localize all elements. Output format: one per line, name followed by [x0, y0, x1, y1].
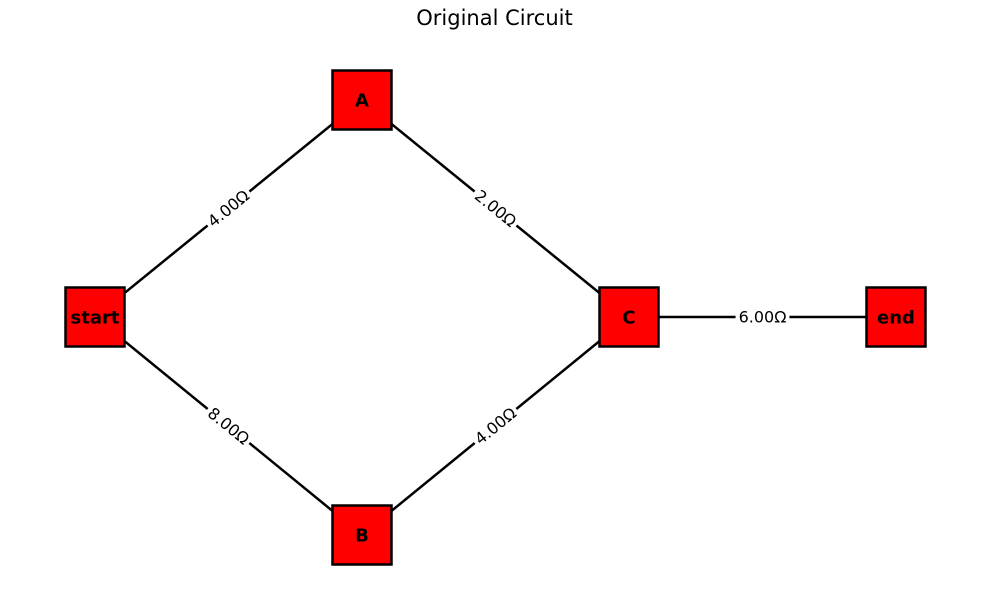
node-start: start [64, 286, 126, 348]
node-box [598, 286, 660, 348]
label-background [467, 183, 524, 234]
edge-start-A: 4.00Ω [94, 99, 363, 318]
edge-B-C: 4.00Ω [361, 316, 630, 536]
node-box [331, 504, 393, 566]
label-background [735, 306, 790, 328]
edge-start-B: 8.00Ω [94, 316, 363, 536]
node-label: B [355, 526, 369, 547]
resistance-label: 4.00Ω [471, 404, 520, 449]
node-label: start [71, 308, 120, 329]
diagram-title: Original Circuit [416, 6, 573, 30]
edge-C-end: 6.00Ω [629, 306, 896, 328]
node-box [64, 286, 126, 348]
resistance-label: 4.00Ω [204, 186, 253, 231]
node-C: C [598, 286, 660, 348]
edges-layer: 4.00Ω 2.00Ω 8.00Ω 4.00Ω 6.00Ω [94, 99, 896, 536]
node-end: end [865, 286, 927, 348]
node-box [865, 286, 927, 348]
node-A: A [331, 69, 393, 131]
label-background [467, 400, 524, 452]
node-box [331, 69, 393, 131]
resistance-label: 8.00Ω [204, 404, 253, 449]
node-label: C [622, 308, 635, 329]
node-B: B [331, 504, 393, 566]
node-label: end [877, 308, 915, 329]
label-background [200, 183, 257, 234]
node-label: A [355, 91, 369, 112]
resistance-label: 6.00Ω [739, 308, 787, 327]
label-background [200, 400, 257, 452]
resistance-label: 2.00Ω [471, 186, 520, 231]
edge-A-C: 2.00Ω [361, 99, 630, 318]
